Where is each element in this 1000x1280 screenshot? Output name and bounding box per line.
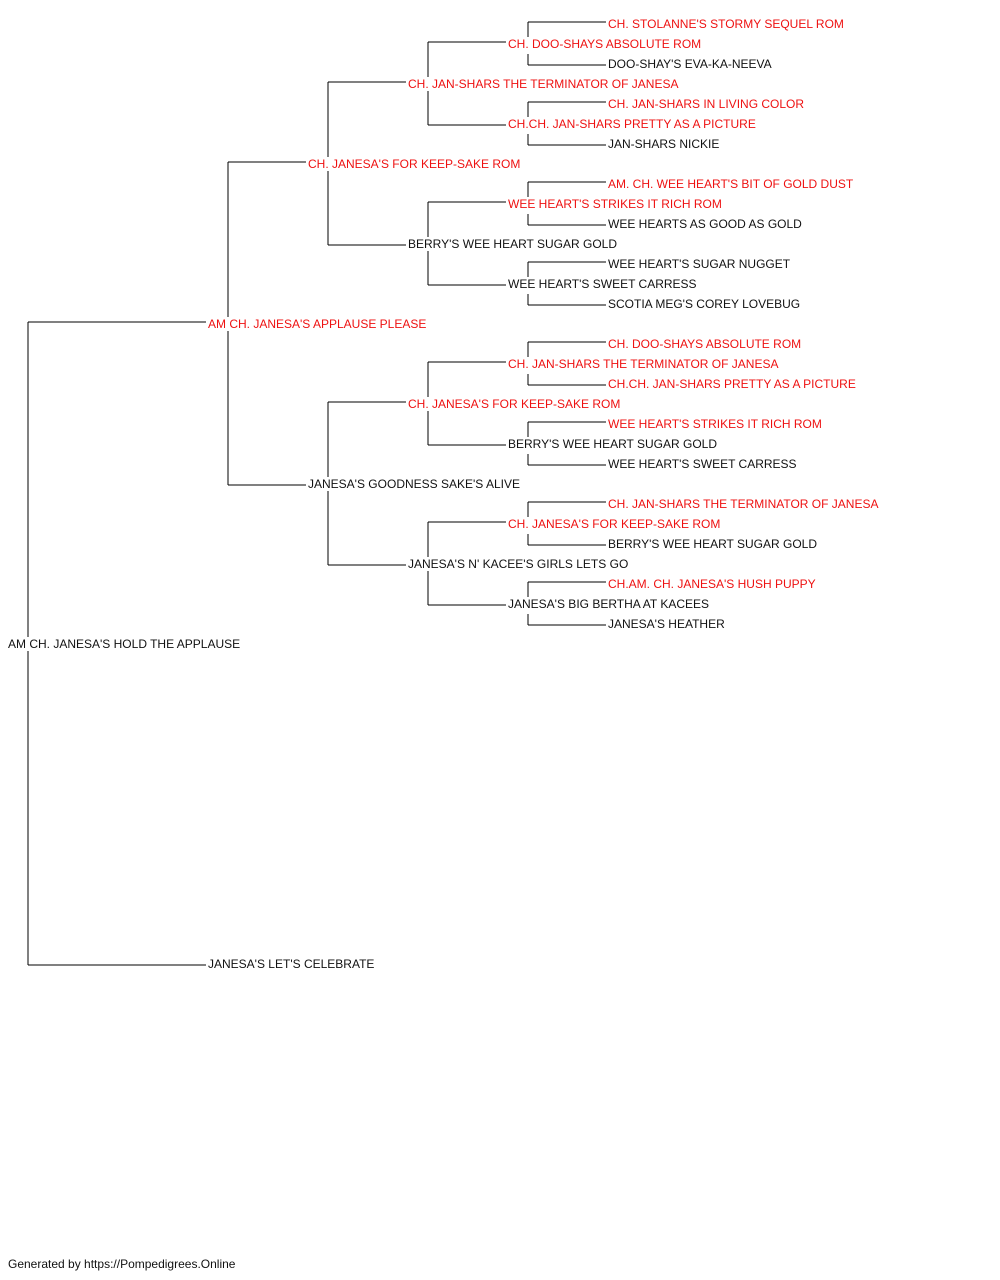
ancestor-g5-12: CH. JAN-SHARS THE TERMINATOR OF JANESA — [608, 497, 881, 511]
ancestor-g5-11: WEE HEART'S SWEET CARRESS — [608, 457, 799, 471]
ancestor-g5-0: CH. STOLANNE'S STORMY SEQUEL ROM — [608, 17, 846, 31]
ancestor-g5-14: CH.AM. CH. JANESA'S HUSH PUPPY — [608, 577, 818, 591]
dam-name: JANESA'S LET'S CELEBRATE — [208, 957, 377, 971]
subject-name: AM CH. JANESA'S HOLD THE APPLAUSE — [8, 637, 243, 651]
sire-dam-dam-name: JANESA'S N' KACEE'S GIRLS LETS GO — [408, 557, 631, 571]
ancestor-g4-2: WEE HEART'S STRIKES IT RICH ROM — [508, 197, 724, 211]
generated-by-footer: Generated by https://Pompedigrees.Online — [8, 1257, 236, 1271]
ancestor-g4-1: CH.CH. JAN-SHARS PRETTY AS A PICTURE — [508, 117, 758, 131]
ancestor-g4-4: CH. JAN-SHARS THE TERMINATOR OF JANESA — [508, 357, 781, 371]
ancestor-g5-4: AM. CH. WEE HEART'S BIT OF GOLD DUST — [608, 177, 856, 191]
ancestor-g5-5: WEE HEARTS AS GOOD AS GOLD — [608, 217, 804, 231]
sire-dam-name: JANESA'S GOODNESS SAKE'S ALIVE — [308, 477, 522, 491]
ancestor-g5-10: WEE HEART'S STRIKES IT RICH ROM — [608, 417, 824, 431]
ancestor-g5-3: JAN-SHARS NICKIE — [608, 137, 722, 151]
ancestor-g4-3: WEE HEART'S SWEET CARRESS — [508, 277, 699, 291]
ancestor-g4-5: BERRY'S WEE HEART SUGAR GOLD — [508, 437, 720, 451]
sire-sire-sire-name: CH. JAN-SHARS THE TERMINATOR OF JANESA — [408, 77, 681, 91]
ancestor-g5-13: BERRY'S WEE HEART SUGAR GOLD — [608, 537, 820, 551]
ancestor-g5-8: CH. DOO-SHAYS ABSOLUTE ROM — [608, 337, 804, 351]
sire-sire-name: CH. JANESA'S FOR KEEP-SAKE ROM — [308, 157, 523, 171]
ancestor-g4-6: CH. JANESA'S FOR KEEP-SAKE ROM — [508, 517, 723, 531]
ancestor-g5-7: SCOTIA MEG'S COREY LOVEBUG — [608, 297, 803, 311]
ancestor-g5-2: CH. JAN-SHARS IN LIVING COLOR — [608, 97, 807, 111]
sire-sire-dam-name: BERRY'S WEE HEART SUGAR GOLD — [408, 237, 620, 251]
ancestor-g4-0: CH. DOO-SHAYS ABSOLUTE ROM — [508, 37, 704, 51]
ancestor-g5-9: CH.CH. JAN-SHARS PRETTY AS A PICTURE — [608, 377, 858, 391]
ancestor-g5-15: JANESA'S HEATHER — [608, 617, 727, 631]
sire-dam-sire-name: CH. JANESA'S FOR KEEP-SAKE ROM — [408, 397, 623, 411]
ancestor-g5-1: DOO-SHAY'S EVA-KA-NEEVA — [608, 57, 774, 71]
ancestor-g4-7: JANESA'S BIG BERTHA AT KACEES — [508, 597, 712, 611]
ancestor-g5-6: WEE HEART'S SUGAR NUGGET — [608, 257, 793, 271]
sire-name: AM CH. JANESA'S APPLAUSE PLEASE — [208, 317, 429, 331]
